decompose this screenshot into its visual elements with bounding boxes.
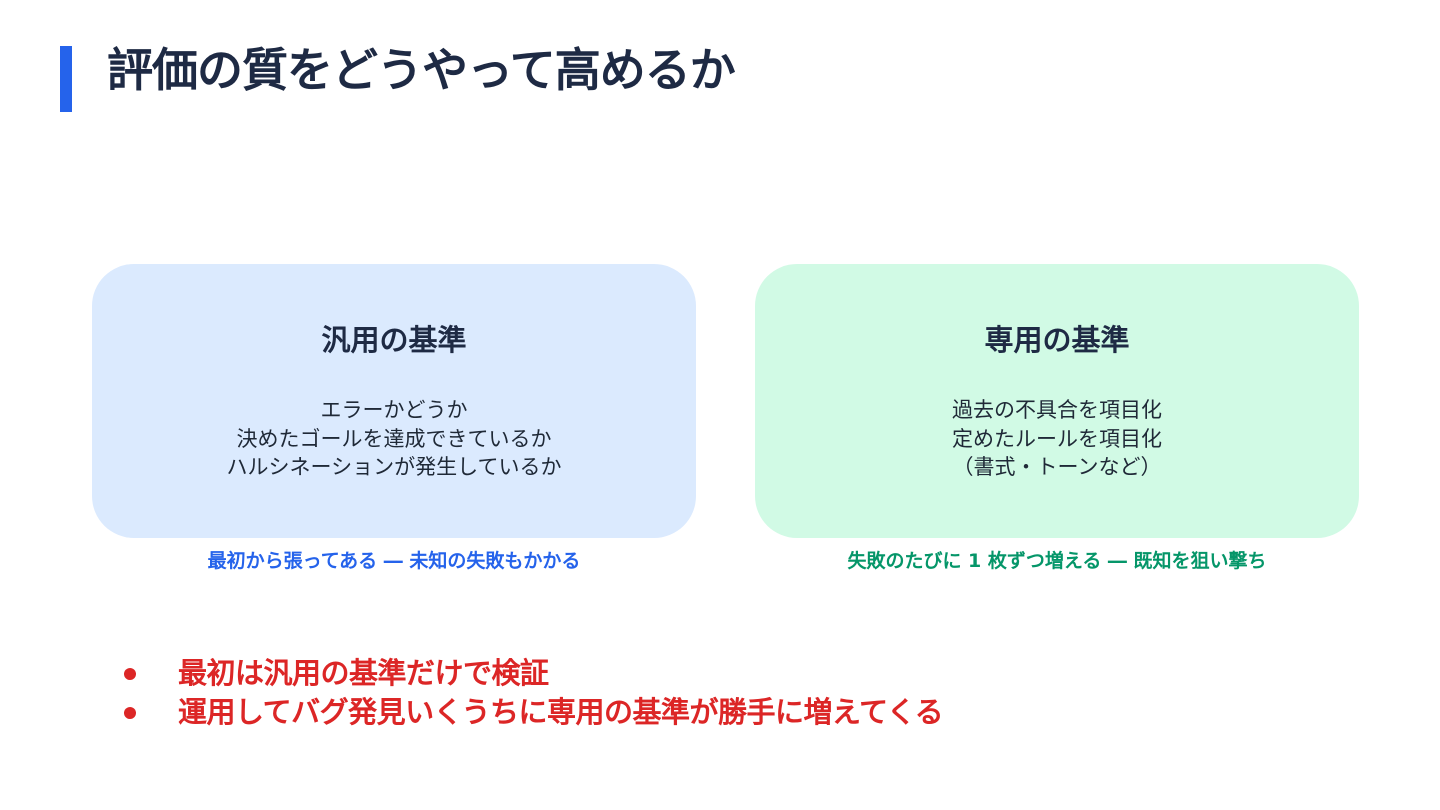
specific-criteria-heading: 専用の基準: [984, 323, 1130, 357]
takeaway-item: 運用してバグ発見いくうちに専用の基準が勝手に増えてくる: [118, 693, 944, 732]
specific-criteria-list: 過去の不具合を項目化 定めたルールを項目化 （書式・トーンなど）: [755, 396, 1359, 482]
specific-criteria-card: 専用の基準 過去の不具合を項目化 定めたルールを項目化 （書式・トーンなど）: [755, 264, 1359, 538]
general-criteria-list: エラーかどうか 決めたゴールを達成できているか ハルシネーションが発生しているか: [92, 396, 696, 482]
specific-criteria-caption: 失敗のたびに 1 枚ずつ増える ― 既知を狙い撃ち: [847, 550, 1267, 572]
bullet-dot-icon: [124, 668, 136, 680]
general-criteria-caption: 最初から張ってある ― 未知の失敗もかかる: [207, 550, 581, 572]
specific-criteria-item: 過去の不具合を項目化: [952, 398, 1162, 422]
specific-criteria-item: 定めたルールを項目化: [952, 426, 1162, 451]
bullet-dot-icon: [124, 707, 136, 719]
specific-criteria-item: （書式・トーンなど）: [952, 455, 1162, 479]
general-criteria-item: 決めたゴールを達成できているか: [236, 426, 552, 451]
general-criteria-item: ハルシネーションが発生しているか: [226, 455, 562, 479]
takeaway-text: 最初は汎用の基準だけで検証: [178, 656, 549, 690]
takeaway-text: 運用してバグ発見いくうちに専用の基準が勝手に増えてくる: [178, 695, 944, 729]
general-criteria-heading: 汎用の基準: [321, 323, 467, 357]
general-criteria-card: 汎用の基準 エラーかどうか 決めたゴールを達成できているか ハルシネーションが発…: [92, 264, 696, 538]
general-criteria-item: エラーかどうか: [320, 398, 468, 422]
title-accent-bar: [60, 46, 72, 112]
takeaway-item: 最初は汎用の基準だけで検証: [118, 654, 943, 693]
page-title: 評価の質をどうやって高めるか: [107, 43, 736, 97]
takeaway-list: 最初は汎用の基準だけで検証 運用してバグ発見いくうちに専用の基準が勝手に増えてく…: [118, 654, 944, 732]
